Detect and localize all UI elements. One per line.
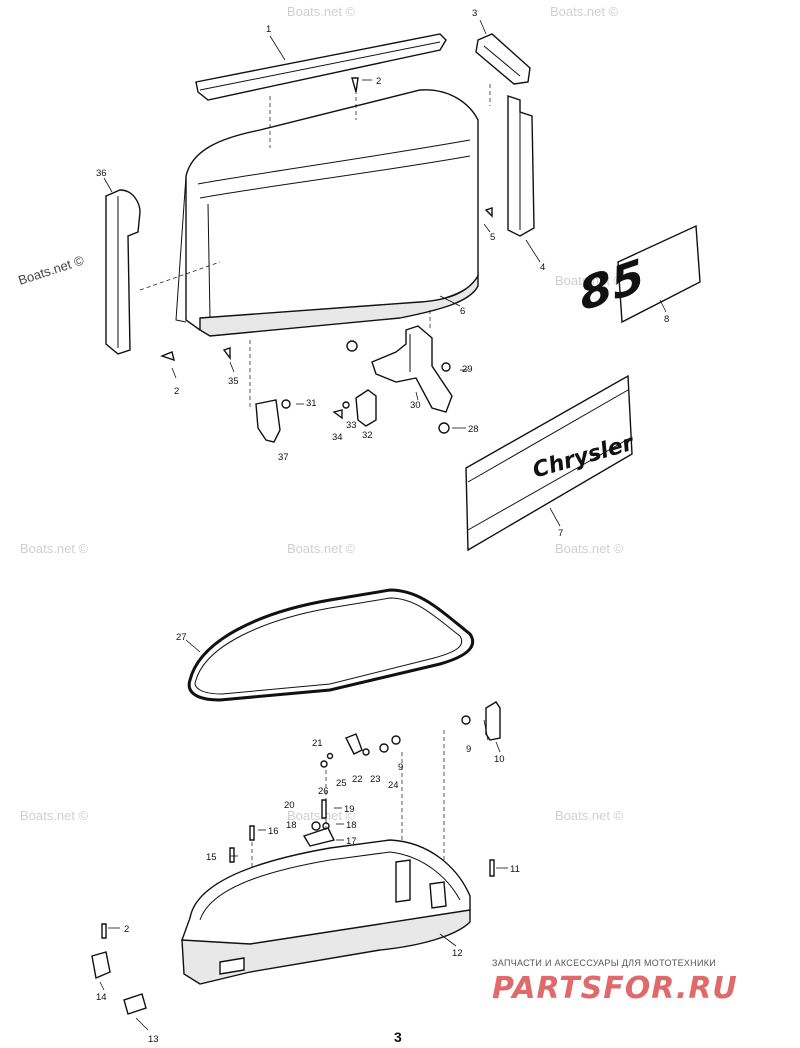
part-4-rear-side-panel — [507, 95, 541, 263]
callout-32: 32 — [362, 430, 373, 441]
callout-24: 24 — [388, 780, 399, 791]
callout-26: 26 — [318, 786, 329, 797]
watermark: Boats.net © — [555, 273, 624, 288]
callout-2: 2 — [174, 386, 179, 397]
callout-8: 8 — [664, 314, 669, 325]
callout-33: 33 — [346, 420, 357, 431]
watermark: Boats.net © — [16, 252, 86, 287]
part-6-engine-cowl — [175, 89, 479, 337]
callout-35: 35 — [228, 376, 239, 387]
callout-10: 10 — [494, 754, 505, 765]
callout-11: 11 — [510, 864, 520, 875]
callout-25: 25 — [336, 778, 347, 789]
brand-tagline: ЗАПЧАСТИ И АКСЕССУАРЫ ДЛЯ МОТОТЕХНИКИ — [492, 958, 716, 968]
callout-4: 4 — [540, 262, 545, 273]
small-hardware-upper — [159, 77, 493, 434]
callout-labels: 1 2 3 4 5 6 7 8 9 9 10 11 12 13 14 15 16… — [96, 8, 669, 1045]
alignment-lines-upper — [139, 84, 491, 410]
callout-5: 5 — [490, 232, 495, 243]
watermark: Boats.net © — [20, 541, 89, 556]
page-number: 3 — [394, 1029, 402, 1045]
callout-15: 15 — [206, 852, 217, 863]
callout-17: 17 — [346, 836, 357, 847]
callout-12: 12 — [452, 948, 463, 959]
callout-20: 20 — [284, 800, 295, 811]
callout-2: 2 — [124, 924, 129, 935]
part-36-front-side-panel — [103, 177, 141, 355]
callout-6: 6 — [460, 306, 465, 317]
callout-34: 34 — [332, 432, 343, 443]
callout-16: 16 — [268, 826, 279, 837]
callout-9: 9 — [466, 744, 471, 755]
part-7-brand-decal: Chrysler — [465, 374, 637, 552]
watermark: Boats.net © — [550, 4, 619, 19]
callout-29: 29 — [462, 364, 473, 375]
watermark: Boats.net © — [555, 808, 624, 823]
callout-18: 18 — [286, 820, 297, 831]
part-32-latch-hook — [355, 389, 377, 427]
watermark: Boats.net © — [287, 808, 356, 823]
callout-37: 37 — [278, 452, 289, 463]
part-12-lower-pan — [181, 839, 471, 985]
small-hardware-lower — [101, 923, 107, 939]
callout-21: 21 — [312, 738, 323, 749]
latch-hardware-mid — [229, 733, 495, 877]
callout-28: 28 — [468, 424, 479, 435]
brand-name: PARTSFOR.RU — [492, 971, 738, 1006]
brand-logo: ЗАПЧАСТИ И АКСЕССУАРЫ ДЛЯ МОТОТЕХНИКИ PA… — [492, 958, 738, 1006]
part-8-model-decal: 85 — [575, 224, 701, 324]
part-27-cowl-gasket — [185, 588, 475, 702]
callout-18: 18 — [346, 820, 357, 831]
callout-leaders — [99, 79, 508, 1031]
callout-2: 2 — [376, 76, 381, 87]
part-37-latch-bracket — [255, 399, 281, 443]
callout-13: 13 — [148, 1034, 159, 1045]
callout-1: 1 — [266, 24, 271, 35]
callout-3: 3 — [472, 8, 477, 19]
watermark: Boats.net © — [287, 4, 356, 19]
part-14-clip — [91, 951, 111, 979]
callout-19: 19 — [344, 804, 355, 815]
callout-36: 36 — [96, 168, 107, 179]
watermark: Boats.net © — [287, 541, 356, 556]
part-30-latch-assembly — [371, 325, 453, 413]
callout-7: 7 — [558, 528, 563, 539]
callout-14: 14 — [96, 992, 107, 1003]
callout-23: 23 — [370, 774, 381, 785]
part-3-rear-bracket — [475, 19, 531, 85]
part-1-top-trim — [195, 33, 447, 101]
callout-22: 22 — [352, 774, 363, 785]
part-13-clip — [123, 993, 147, 1015]
watermark: Boats.net © — [555, 541, 624, 556]
callout-27: 27 — [176, 632, 187, 643]
part-10-latch-lever — [461, 701, 501, 753]
part-17-latch-plate — [302, 827, 336, 847]
watermark: Boats.net © — [20, 808, 89, 823]
callout-31: 31 — [306, 398, 317, 409]
callout-9: 9 — [398, 762, 403, 773]
callout-30: 30 — [410, 400, 421, 411]
